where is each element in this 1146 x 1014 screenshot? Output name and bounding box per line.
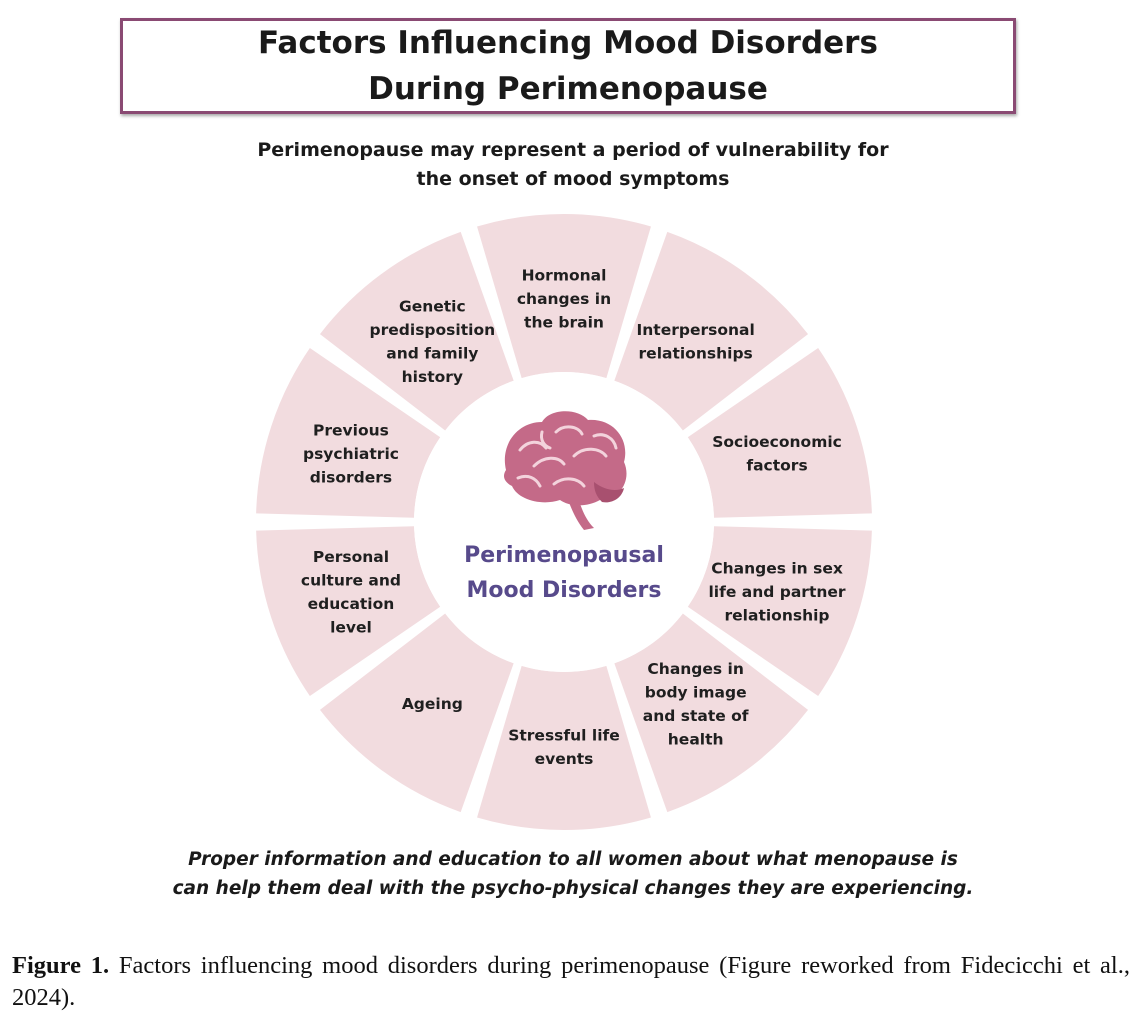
segment-label-psychiatric: Previous psychiatric disorders [303, 421, 399, 486]
segment-label-culture-education: Personal culture and education level [301, 548, 401, 637]
segment-ageing [319, 613, 514, 813]
center-title-line-2: Mood Disorders [466, 578, 661, 603]
segment-label-line: Hormonal [522, 267, 607, 285]
segment-label-line: life and partner [708, 583, 845, 601]
segment-label-line: relationships [639, 345, 753, 363]
caption-label: Figure 1. [12, 952, 110, 979]
footer-note: Proper information and education to all … [0, 845, 1146, 903]
segment-interpersonal [614, 231, 809, 431]
segment-label-line: level [330, 618, 372, 636]
segment-label-interpersonal: Interpersonal relationships [637, 321, 755, 363]
segment-label-line: Genetic [399, 298, 466, 316]
segment-hormonal [477, 213, 651, 379]
segment-label-line: relationship [725, 607, 830, 625]
figure-caption: Figure 1. Factors influencing mood disor… [12, 950, 1130, 1014]
segment-label-line: Previous [313, 421, 389, 439]
segment-label-stressful-events: Stressful life events [508, 726, 620, 768]
segment-label-hormonal: Hormonal changes in the brain [517, 267, 611, 332]
center-circle [414, 372, 714, 672]
center-title-line-1: Perimenopausal [464, 543, 664, 568]
subtitle: Perimenopause may represent a period of … [0, 136, 1146, 194]
segment-sex-life [687, 526, 872, 697]
segment-label-line: Changes in [647, 660, 743, 678]
segment-label-line: education [308, 595, 395, 613]
caption-text: Factors influencing mood disorders durin… [12, 952, 1130, 1011]
segment-label-ageing: Ageing [402, 695, 463, 713]
subtitle-line-1: Perimenopause may represent a period of … [257, 139, 889, 161]
segments-layer: Hormonal changes in the brain Interpersonal… [256, 213, 872, 830]
segment-label-line: and state of [643, 707, 749, 725]
segment-label-line: events [535, 750, 594, 768]
segment-genetic [319, 231, 514, 431]
segment-label-sex-life: Changes in sex life and partner relationsh… [708, 560, 845, 625]
segment-label-socioeconomic: Socioeconomic factors [712, 433, 842, 475]
footer-line-1: Proper information and education to all … [188, 849, 958, 870]
segment-body-image [614, 613, 809, 813]
segment-label-line: and family [386, 345, 478, 363]
title-line-1: Factors Influencing Mood Disorders [258, 25, 878, 61]
segment-label-line: psychiatric [303, 445, 399, 463]
segment-label-line: health [668, 730, 724, 748]
segment-label-line: culture and [301, 571, 401, 589]
brain-icon [504, 411, 627, 530]
segment-label-line: predisposition [370, 321, 496, 339]
title-box: Factors Influencing Mood Disorders Durin… [120, 18, 1016, 114]
segment-culture-education [256, 526, 441, 697]
segment-label-body-image: Changes in body image and state of health [643, 660, 749, 749]
segment-label-line: history [402, 368, 463, 386]
segment-stressful-events [477, 665, 651, 830]
segment-label-line: disorders [310, 468, 392, 486]
segment-label-genetic: Genetic predisposition and family history [370, 298, 496, 387]
segment-label-line: Socioeconomic [712, 433, 842, 451]
segment-label-line: body image [645, 683, 747, 701]
segment-label-line: Ageing [402, 695, 463, 713]
title-line-2: During Perimenopause [368, 71, 768, 107]
segment-label-line: Stressful life [508, 726, 620, 744]
segment-psychiatric [256, 347, 441, 518]
segment-label-line: Changes in sex [711, 560, 843, 578]
segment-socioeconomic [687, 347, 872, 518]
segment-label-line: factors [746, 457, 807, 475]
footer-line-2: can help them deal with the psycho-physi… [172, 878, 974, 899]
segment-label-line: Personal [313, 548, 389, 566]
subtitle-line-2: the onset of mood symptoms [416, 168, 730, 190]
segment-label-line: changes in [517, 290, 611, 308]
segment-label-line: Interpersonal [637, 321, 755, 339]
segment-label-line: the brain [524, 314, 604, 332]
